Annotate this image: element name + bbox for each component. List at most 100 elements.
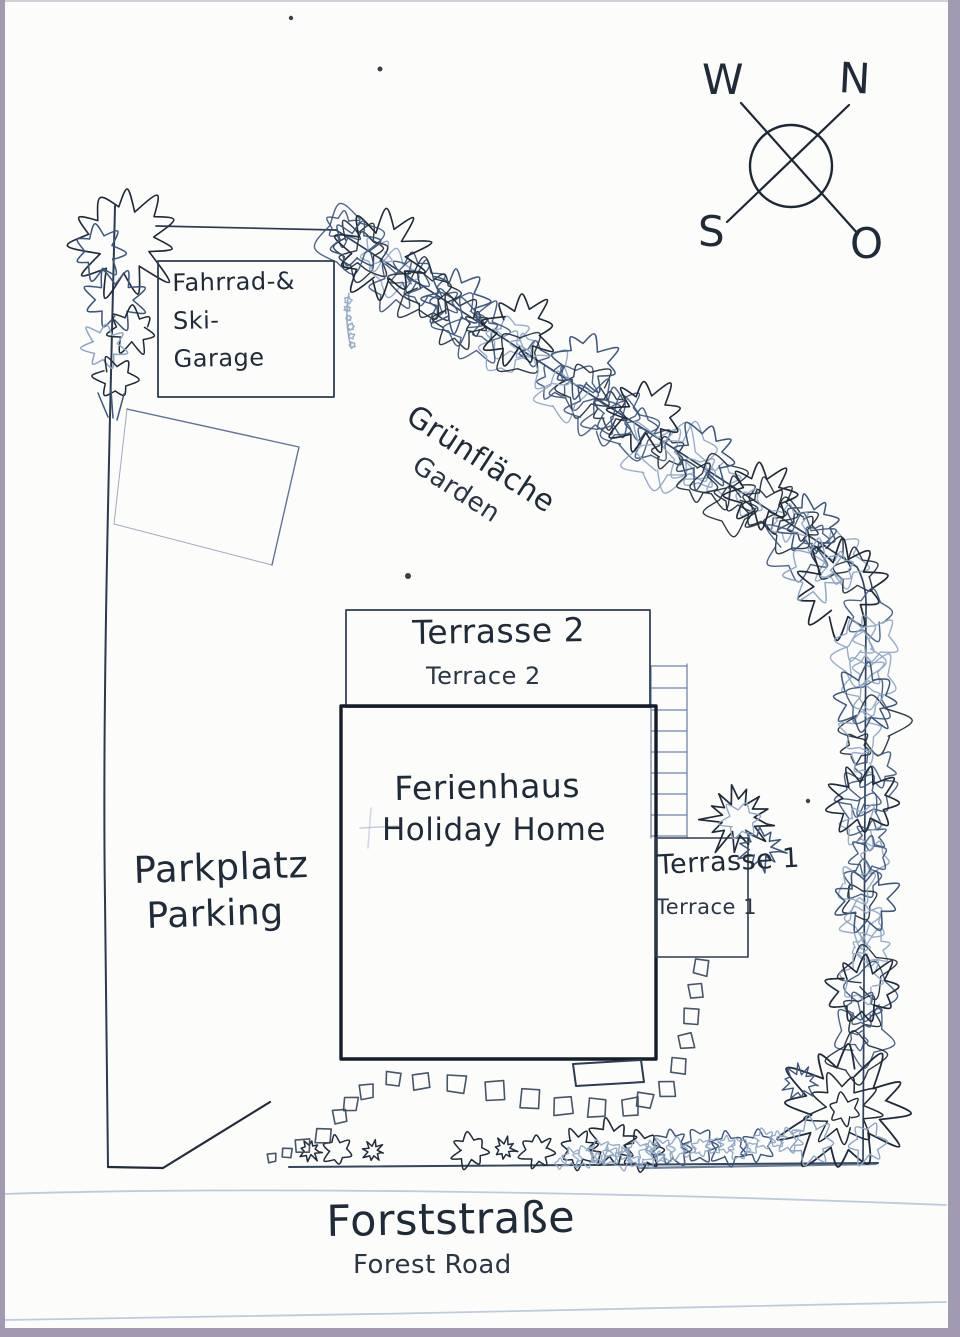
bush-scribble: [653, 1150, 666, 1163]
hedge-scribble: [650, 435, 685, 470]
hedge-scribble: [563, 378, 622, 437]
bush-scribble: [623, 1139, 654, 1169]
scan-border-left: [0, 0, 5, 1337]
parking-label-de: Parkplatz: [132, 842, 310, 892]
bush-scribble: [832, 660, 898, 734]
bush-scribble: [480, 293, 555, 367]
terrace1-box: [655, 837, 749, 958]
bush-scribble: [824, 953, 900, 1023]
road-label-en: Forest Road: [353, 1250, 512, 1280]
stepping-stone: [314, 1127, 332, 1144]
hedge-scribble: [660, 420, 718, 483]
bush-scribble: [66, 188, 175, 300]
ink-speck: [288, 15, 294, 21]
bush-scribble: [623, 1128, 666, 1173]
bush-scribble: [629, 1155, 641, 1168]
hedge-scribble: [853, 750, 897, 789]
hedge-scribble: [403, 270, 463, 322]
hedge-scribble: [837, 866, 877, 905]
stepping-stone: [294, 1138, 311, 1153]
bush-scribble: [847, 1122, 888, 1167]
stepping-stone: [677, 1031, 696, 1050]
hedge-scribble: [843, 897, 881, 939]
terrace2-label-en: Terrace 2: [426, 662, 541, 690]
compass-circle: [748, 123, 834, 209]
stepping-stone: [446, 1074, 468, 1095]
house-label-en: Holiday Home: [382, 812, 606, 848]
stepping-stone: [411, 1072, 431, 1091]
stepping-stone: [687, 982, 704, 999]
hedge-scribble: [592, 386, 641, 439]
bush-scribble: [752, 1127, 777, 1150]
bush-scribble: [824, 765, 901, 833]
boundary-top-line: [155, 225, 337, 231]
stepping-stone: [484, 1079, 506, 1102]
hedge-scribble: [338, 231, 389, 284]
hedge-scribble: [843, 858, 883, 899]
terrace1-bush: [718, 802, 762, 840]
bush-scribble: [691, 1138, 712, 1158]
stepping-stone: [635, 1091, 655, 1109]
terrace1-label-en: Terrace 1: [656, 895, 757, 919]
bush-scribble: [776, 1043, 912, 1168]
terrace1-bush: [737, 826, 788, 874]
hedge-scribble: [843, 587, 894, 643]
hedge-scribble: [851, 750, 874, 774]
ink-speck: [805, 798, 811, 804]
stepping-stone: [658, 1080, 677, 1098]
bush-scribble: [673, 421, 736, 491]
pencil-mark: [367, 807, 372, 849]
parking-label-en: Parking: [145, 891, 285, 937]
bush-scribble: [79, 323, 129, 369]
scan-border-right: [948, 0, 960, 1337]
bush-scribble: [420, 268, 492, 335]
bush-scribble: [644, 1139, 657, 1154]
terrace1-bush: [697, 783, 776, 854]
hedge-scribble: [834, 1008, 896, 1070]
garage-label: Fahrrad-& Ski- Garage: [172, 262, 297, 378]
bush-scribble: [710, 1130, 748, 1168]
bush-scribble: [605, 380, 681, 454]
hedge-scribble: [533, 349, 570, 390]
bush-scribble: [561, 1146, 583, 1169]
hedge-scribble: [832, 546, 879, 594]
scan-border-top: [0, 0, 960, 2]
garage-label-line3: Garage: [173, 343, 265, 373]
hedge-scribble: [496, 331, 542, 374]
bush-scribble: [768, 1130, 787, 1148]
hedge-scribble: [851, 937, 871, 959]
hedge-scribble: [838, 710, 882, 752]
house-box: [339, 704, 658, 1061]
compass-label-north: N: [837, 53, 873, 104]
stepping-stone: [692, 958, 710, 978]
hedge-scribble: [735, 488, 763, 517]
road-label-de: Forststraße: [325, 1192, 576, 1247]
hedge-scribble: [838, 803, 884, 847]
terrace2-label-de: Terrasse 2: [411, 609, 586, 652]
plant-sprig: [347, 332, 356, 340]
hedge-scribble: [853, 683, 884, 717]
hedge-scribble: [386, 255, 452, 320]
hedge-scribble: [838, 905, 885, 950]
bush-scribble: [494, 1135, 519, 1160]
bush-scribble: [361, 1138, 384, 1162]
garage-label-line1: Fahrrad-&: [172, 266, 296, 297]
hedge-scribble: [819, 550, 854, 585]
bush-scribble: [745, 1142, 758, 1154]
boundary-bottom-line: [288, 1162, 879, 1168]
driveway-line: [161, 1100, 272, 1170]
bush-scribble: [322, 1134, 353, 1165]
plant-sprig: [348, 341, 356, 349]
pencil-mark: [359, 825, 399, 829]
stepping-stone: [385, 1070, 402, 1087]
house-label-de: Ferienhaus: [393, 765, 581, 808]
hedge-scribble: [851, 655, 885, 687]
hedge-scribble: [554, 363, 612, 419]
bush-scribble: [638, 1145, 659, 1170]
hedge-scribble: [762, 496, 819, 555]
bush-scribble: [76, 223, 128, 282]
stepping-stone: [342, 1096, 360, 1112]
hedge-scribble: [313, 202, 386, 275]
bush-scribble: [517, 1134, 557, 1170]
